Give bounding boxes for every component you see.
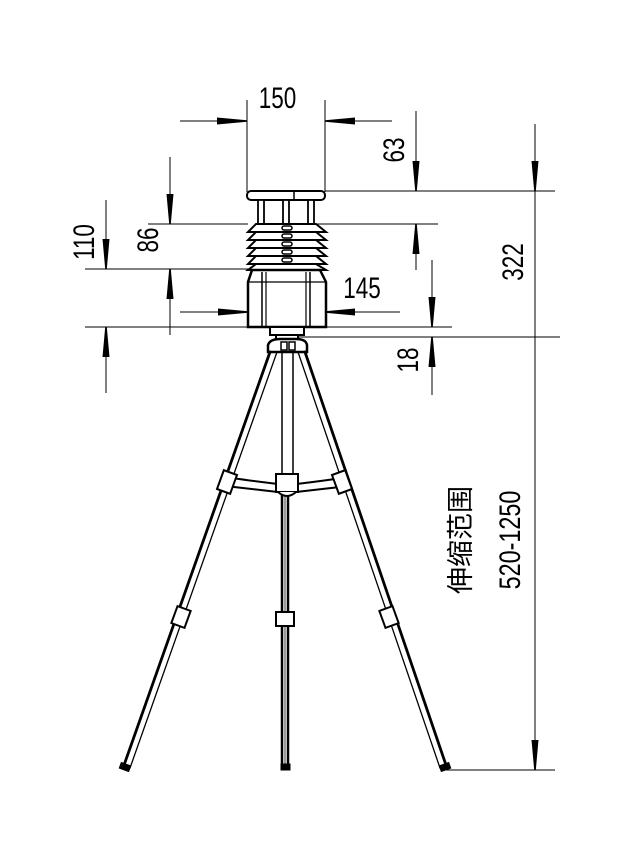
telescopic-label: 伸缩范围 — [446, 486, 477, 594]
dim-86 — [85, 157, 248, 335]
dim-18 — [312, 260, 452, 395]
tripod-leg-left — [118, 350, 278, 773]
dim-18-label: 18 — [391, 347, 425, 372]
dim-86-label: 86 — [131, 227, 165, 252]
mount-collar — [269, 326, 305, 340]
dim-322-label: 322 — [496, 243, 530, 281]
dim-110 — [85, 200, 248, 393]
dim-150-label: 150 — [259, 81, 297, 115]
tripod-head — [266, 337, 309, 354]
top-cap — [246, 190, 326, 201]
dim-322 — [290, 124, 560, 338]
tripod-leg-right — [297, 350, 452, 773]
tripod — [118, 337, 452, 773]
dim-telescopic — [445, 337, 555, 771]
sensor-base — [246, 268, 328, 329]
support-posts — [257, 199, 315, 225]
leg-clamps — [170, 468, 400, 630]
dim-63-label: 63 — [377, 137, 411, 162]
dim-145-label: 145 — [343, 271, 381, 305]
dim-63 — [312, 111, 555, 270]
telescopic-range-label: 520-1250 — [493, 491, 526, 590]
tripod-leg-center — [280, 351, 294, 771]
louvered-shield — [245, 223, 330, 271]
dim-110-label: 110 — [67, 224, 101, 260]
dim-150 — [180, 100, 392, 192]
weather-station-head — [245, 190, 330, 340]
